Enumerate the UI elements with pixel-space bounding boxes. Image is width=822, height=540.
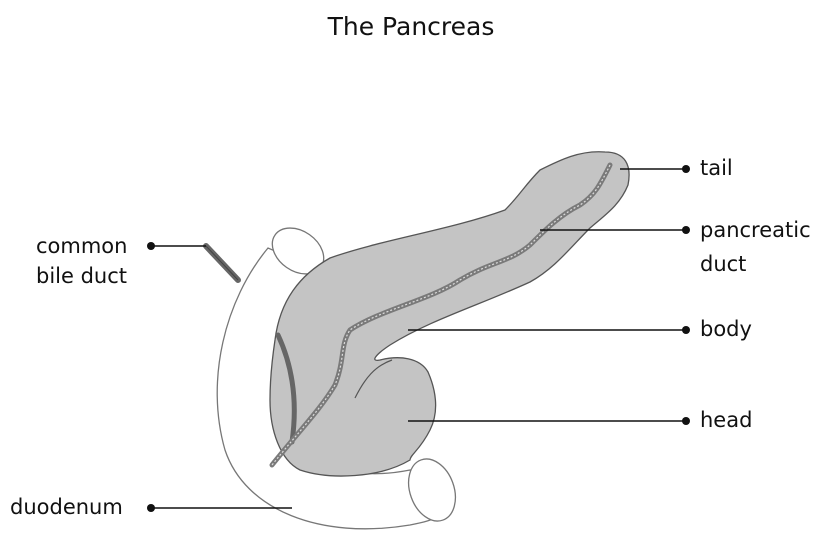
pancreas-shape (270, 152, 629, 476)
label-common-bile-duct-line2: bile duct (36, 262, 127, 291)
label-common-bile-duct-line1: common (36, 232, 127, 261)
label-duodenum: duodenum (10, 493, 123, 522)
label-body: body (700, 315, 752, 344)
leader-dot-tail (682, 165, 690, 173)
label-pancreatic-duct-line1: pancreatic (700, 216, 811, 245)
label-pancreatic-duct-line2: duct (700, 250, 746, 279)
label-head: head (700, 406, 752, 435)
label-tail: tail (700, 154, 733, 183)
bile-duct-stub-outline (206, 246, 238, 280)
leader-dot-pancreatic-duct (682, 226, 690, 234)
leader-dot-body (682, 326, 690, 334)
leader-dot-head (682, 417, 690, 425)
